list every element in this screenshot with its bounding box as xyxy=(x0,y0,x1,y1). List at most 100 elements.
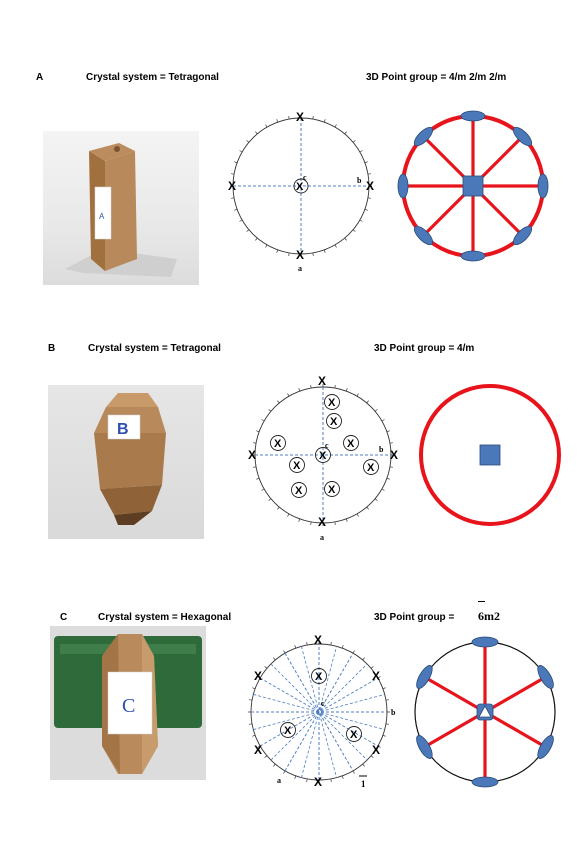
tick-mark xyxy=(367,197,371,199)
tick-mark xyxy=(312,116,314,120)
tick-mark xyxy=(366,400,369,404)
pole-circle xyxy=(280,722,296,738)
tick-mark xyxy=(386,477,390,480)
tick-mark xyxy=(323,249,326,253)
tick-mark xyxy=(352,770,355,774)
tick-mark xyxy=(277,400,280,404)
tick-mark xyxy=(294,645,297,649)
pole-x: X xyxy=(315,671,323,683)
panel-a-stereogram: X X X X X c b a xyxy=(228,110,374,273)
tick-mark xyxy=(341,775,344,779)
pole-x: X xyxy=(318,515,326,529)
pole-x: X xyxy=(372,743,380,757)
tick-mark xyxy=(231,197,235,199)
tetragonal-dipyramid-block: B xyxy=(94,393,166,525)
tick-mark xyxy=(334,124,337,128)
pole-x: X xyxy=(366,179,374,193)
pole-x: X xyxy=(330,416,338,428)
tick-mark xyxy=(385,699,389,701)
panel-a-symmetry-diagram xyxy=(397,110,549,262)
two-fold-axis xyxy=(460,250,486,262)
tick-mark xyxy=(264,755,268,758)
two-fold-axis xyxy=(460,110,486,122)
tick-mark xyxy=(268,409,272,412)
three-fold-triangle xyxy=(478,705,492,718)
axis-c-label: c xyxy=(325,441,329,450)
pole-x: X xyxy=(319,450,327,462)
tick-mark xyxy=(257,745,261,748)
pole-circle xyxy=(291,482,307,498)
tick-mark xyxy=(312,252,314,256)
pole-circle xyxy=(346,726,362,742)
pole-x: X xyxy=(293,460,301,472)
axis-b-label: b xyxy=(391,708,396,717)
tick-mark xyxy=(370,666,374,669)
two-fold-axis xyxy=(471,776,499,788)
panel-b-symmetry-diagram xyxy=(419,384,561,526)
tick-mark xyxy=(359,150,363,153)
tick-mark xyxy=(255,131,258,135)
panel-c-point-group-symbol: 6m2 xyxy=(478,601,500,623)
tick-mark xyxy=(323,119,326,123)
tick-mark xyxy=(377,676,381,679)
pole-x: X xyxy=(367,462,375,474)
tick-mark xyxy=(345,518,348,522)
tick-mark xyxy=(382,687,386,690)
tick-mark xyxy=(231,173,235,175)
pole-circle xyxy=(324,394,340,410)
axis-a-label: a xyxy=(320,533,324,542)
tick-mark xyxy=(234,161,238,164)
pole-circle xyxy=(315,447,331,463)
tick-mark xyxy=(288,252,290,256)
pole-circle xyxy=(270,435,286,451)
two-fold-axis xyxy=(416,665,433,689)
tick-mark xyxy=(370,755,374,758)
panel-b-system-label: Crystal system = Tetragonal xyxy=(88,343,221,354)
tick-mark xyxy=(364,161,368,164)
tick-mark xyxy=(277,506,280,510)
pole-x: X xyxy=(350,729,358,741)
two-fold-axis xyxy=(471,636,499,648)
tick-mark xyxy=(389,466,393,468)
tick-mark xyxy=(246,229,250,232)
tick-mark xyxy=(341,645,344,649)
panel-c-symmetry-diagram xyxy=(414,636,556,788)
tick-mark xyxy=(252,687,256,690)
pole-x: X xyxy=(347,438,355,450)
tick-mark xyxy=(345,388,348,392)
overbar xyxy=(478,601,485,602)
tick-mark xyxy=(381,419,385,422)
tick-mark xyxy=(252,734,256,737)
tick-mark xyxy=(276,119,279,123)
pole-x: X xyxy=(295,485,303,497)
pole-circle xyxy=(289,457,305,473)
axis-b-label: b xyxy=(379,445,384,454)
dashed-mirror-trace xyxy=(301,646,337,778)
tick-mark xyxy=(298,388,301,392)
tick-mark xyxy=(253,466,257,468)
tick-mark xyxy=(352,229,356,232)
tick-mark xyxy=(385,723,389,725)
tick-mark xyxy=(256,477,260,480)
tick-mark xyxy=(256,430,260,433)
pole-x: X xyxy=(248,448,256,462)
tick-mark xyxy=(276,249,279,253)
panel-c-letter: C xyxy=(60,612,68,623)
panel-b-letter: B xyxy=(48,343,56,354)
pole-x: X xyxy=(254,743,262,757)
axis-a-label: a xyxy=(298,264,302,273)
panel-c-specimen-photo: C xyxy=(50,626,206,780)
tick-mark xyxy=(249,723,253,725)
tick-mark xyxy=(359,219,363,222)
point-group-symbol-text: 6m2 xyxy=(478,609,500,623)
specimen-a-tag: A xyxy=(99,212,105,221)
specimen-c-tag: C xyxy=(122,695,135,717)
tick-mark xyxy=(330,642,332,646)
pole-x: X xyxy=(314,775,322,789)
tick-mark xyxy=(352,140,356,143)
tick-mark xyxy=(334,385,336,389)
tick-mark xyxy=(362,657,365,661)
axis-b-label: b xyxy=(357,176,362,185)
tick-mark xyxy=(306,778,308,782)
